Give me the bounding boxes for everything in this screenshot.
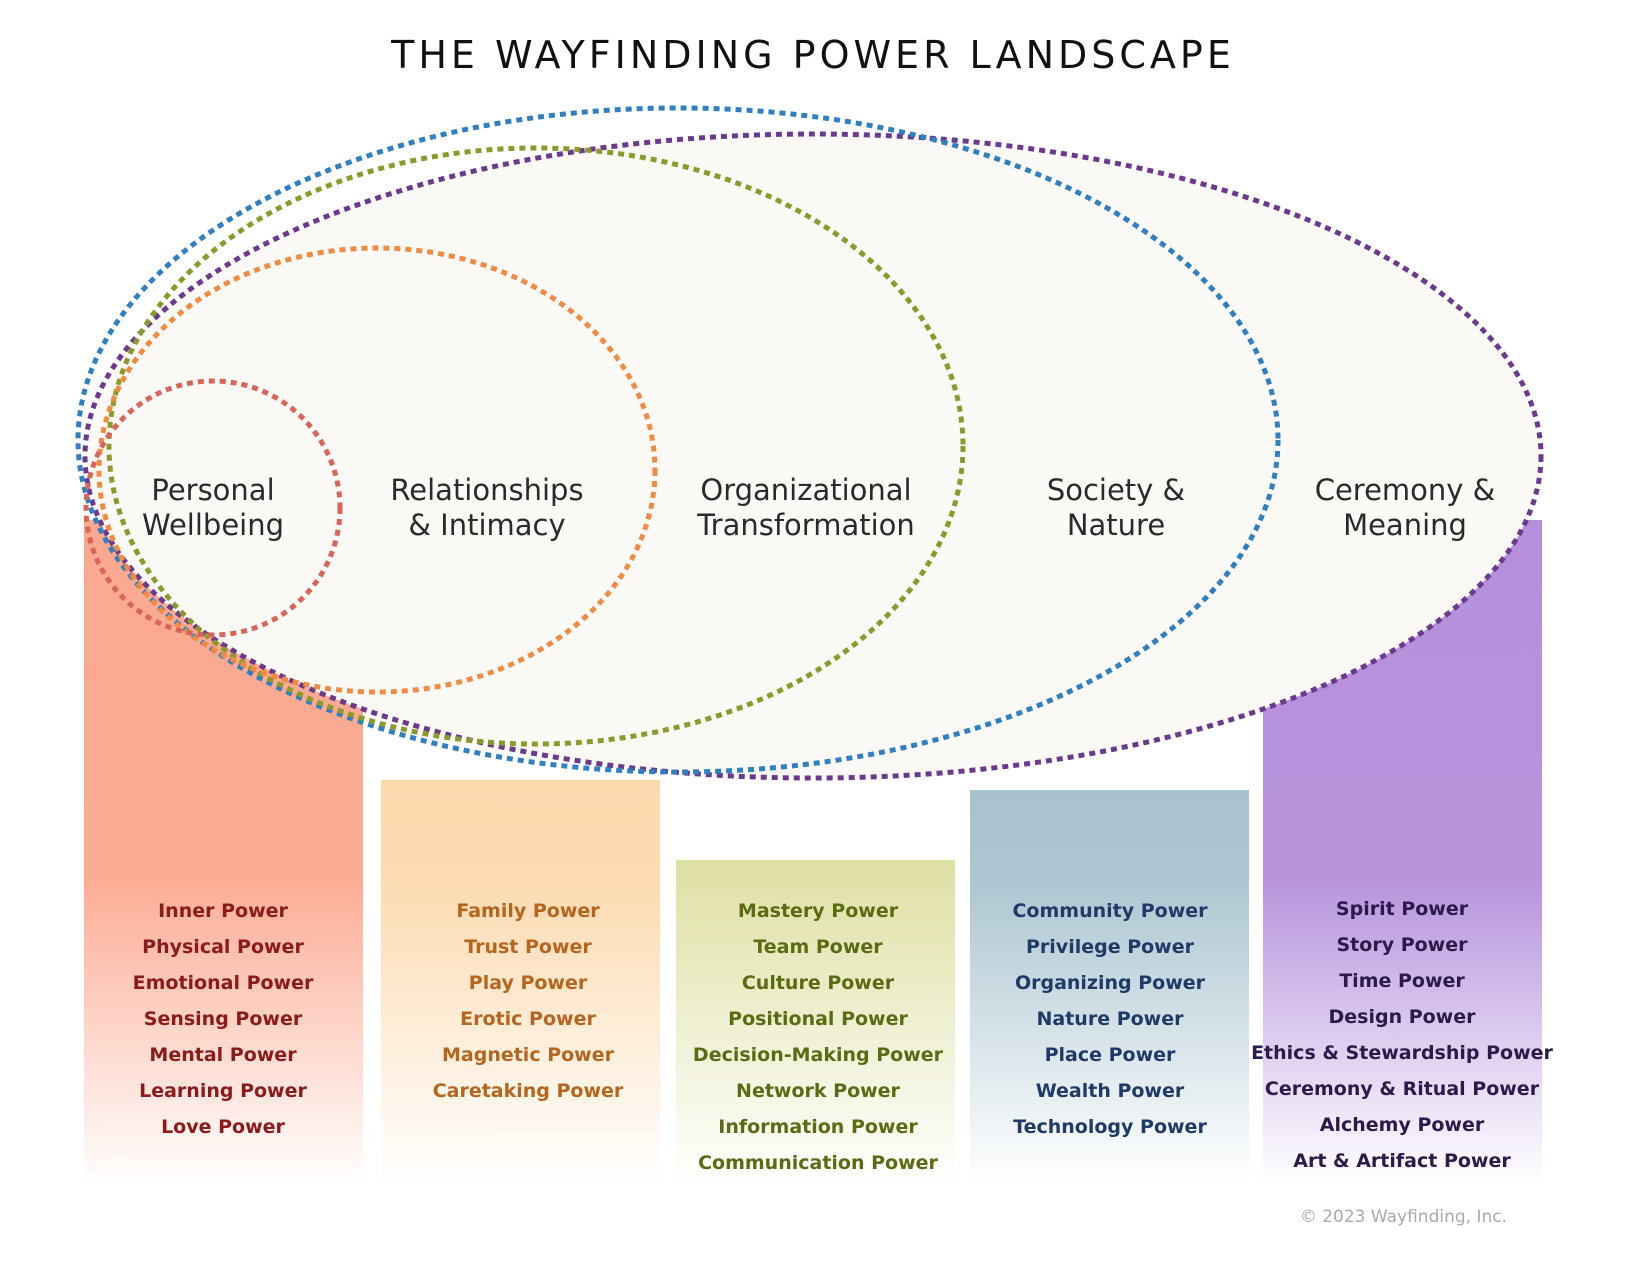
ring-ceremony	[82, 131, 1544, 781]
power-item: Communication Power	[698, 1152, 938, 1174]
domain-label-line: Relationships	[390, 473, 583, 507]
domain-label-line: Organizational	[700, 473, 911, 507]
power-item: Mastery Power	[738, 900, 899, 922]
ring-relationships	[96, 245, 658, 695]
power-item: Wealth Power	[1036, 1080, 1185, 1102]
domain-label-line: Wellbeing	[142, 508, 284, 542]
domain-label-line: Transformation	[696, 508, 915, 542]
ring-organizational	[106, 145, 966, 747]
power-item: Emotional Power	[133, 972, 314, 994]
power-item: Decision-Making Power	[693, 1044, 944, 1066]
power-item: Ceremony & Ritual Power	[1265, 1078, 1540, 1100]
diagram-title: THE WAYFINDING POWER LANDSCAPE	[390, 33, 1235, 77]
power-item: Love Power	[161, 1116, 285, 1138]
domain-label-line: Nature	[1067, 508, 1165, 542]
rings-layer	[75, 105, 1544, 781]
landscape-ellipse-fill	[85, 134, 1541, 778]
ring-society	[75, 105, 1281, 775]
power-item: Design Power	[1328, 1006, 1476, 1028]
domain-label-line: Meaning	[1343, 508, 1467, 542]
domain-label-line: Society &	[1047, 473, 1185, 507]
domain-label-line: Personal	[151, 473, 274, 507]
band-society	[970, 790, 1249, 1185]
power-item: Story Power	[1337, 934, 1469, 956]
power-item: Organizing Power	[1015, 972, 1206, 994]
power-item: Trust Power	[464, 936, 592, 958]
power-item: Learning Power	[139, 1080, 307, 1102]
domain-label-relationships: Relationships& Intimacy	[390, 473, 583, 542]
ring-personal	[83, 378, 343, 638]
power-item: Culture Power	[742, 972, 895, 994]
band-relationships	[381, 780, 660, 1185]
power-item: Nature Power	[1037, 1008, 1185, 1030]
power-item: Physical Power	[142, 936, 304, 958]
power-item: Positional Power	[728, 1008, 908, 1030]
power-item: Mental Power	[149, 1044, 297, 1066]
power-item: Erotic Power	[460, 1008, 596, 1030]
domain-label-ceremony: Ceremony &Meaning	[1315, 473, 1496, 542]
power-item: Art & Artifact Power	[1293, 1150, 1511, 1172]
domain-label-line: & Intimacy	[408, 508, 565, 542]
ellipse-fill-layer	[85, 134, 1541, 778]
power-item: Play Power	[469, 972, 588, 994]
copyright-notice: © 2023 Wayfinding, Inc.	[1300, 1207, 1507, 1227]
power-item: Family Power	[456, 900, 600, 922]
power-item: Magnetic Power	[442, 1044, 615, 1066]
power-item: Alchemy Power	[1320, 1114, 1485, 1136]
power-item: Network Power	[736, 1080, 901, 1102]
power-item: Inner Power	[158, 900, 288, 922]
power-item: Caretaking Power	[433, 1080, 624, 1102]
domain-label-line: Ceremony &	[1315, 473, 1496, 507]
power-item: Information Power	[718, 1116, 918, 1138]
power-item: Privilege Power	[1026, 936, 1195, 958]
power-item: Team Power	[753, 936, 883, 958]
power-item: Spirit Power	[1336, 898, 1469, 920]
power-item: Technology Power	[1013, 1116, 1207, 1138]
power-item: Sensing Power	[144, 1008, 303, 1030]
power-item: Community Power	[1012, 900, 1208, 922]
power-item: Time Power	[1339, 970, 1465, 992]
power-item: Place Power	[1045, 1044, 1176, 1066]
band-organizational	[676, 860, 955, 1185]
power-item: Ethics & Stewardship Power	[1251, 1042, 1553, 1064]
domain-label-society: Society &Nature	[1047, 473, 1185, 542]
